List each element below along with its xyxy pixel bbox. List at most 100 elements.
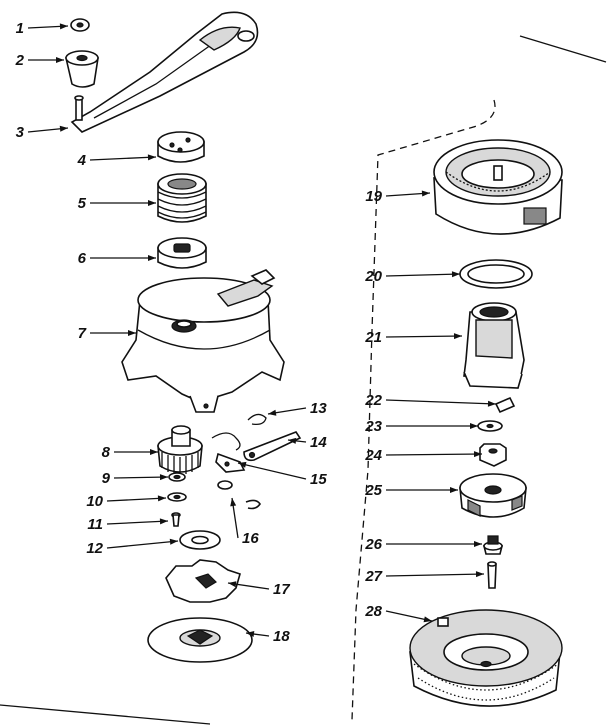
leader-line xyxy=(237,462,307,480)
part-28-flywheel xyxy=(409,609,563,707)
callout-number: 8 xyxy=(102,444,111,461)
callout-number: 13 xyxy=(310,400,327,417)
leader-line xyxy=(385,399,497,405)
callout-number: 19 xyxy=(365,188,382,205)
callout-26: 26 xyxy=(364,536,482,553)
part-23-washer xyxy=(477,420,503,432)
callout-7: 7 xyxy=(78,325,136,342)
callout-8: 8 xyxy=(102,444,158,461)
part-20-seal-ring xyxy=(459,259,533,289)
leader-arrowhead xyxy=(451,271,460,278)
leader-arrowhead xyxy=(59,23,68,30)
part-21-hub xyxy=(463,302,525,389)
part-26-nut xyxy=(482,535,504,555)
leader-line xyxy=(106,540,179,549)
callout-2: 2 xyxy=(15,52,64,69)
callout-4: 4 xyxy=(77,152,157,169)
leader-arrowhead xyxy=(246,631,255,638)
callout-3: 3 xyxy=(16,124,69,141)
part-14-pawl xyxy=(243,431,302,462)
part-19-ring-housing xyxy=(433,139,563,235)
leader-arrowhead xyxy=(150,449,158,455)
callout-17: 17 xyxy=(227,581,290,598)
callout-number: 15 xyxy=(310,471,327,488)
callout-number: 9 xyxy=(102,470,111,487)
callout-6: 6 xyxy=(78,250,156,267)
callout-number: 26 xyxy=(364,536,382,553)
leader-arrowhead xyxy=(159,518,168,525)
callout-1: 1 xyxy=(16,20,69,37)
part-1-nut xyxy=(70,18,90,32)
leader-line xyxy=(385,335,463,338)
part-15-link xyxy=(215,452,246,473)
leader-arrowhead xyxy=(470,423,478,429)
callout-number: 2 xyxy=(15,52,25,69)
callout-number: 11 xyxy=(87,516,103,533)
part-5-spring xyxy=(157,173,207,223)
leader-arrowhead xyxy=(148,200,156,206)
callout-number: 6 xyxy=(78,250,87,267)
part-12-disc xyxy=(179,530,221,550)
leader-arrowhead xyxy=(228,581,237,588)
part-2-knob xyxy=(64,50,99,88)
callout-16: 16 xyxy=(230,497,259,547)
leader-arrowhead xyxy=(288,437,297,444)
part-8-gear xyxy=(157,425,203,475)
part-17-star-plate xyxy=(165,559,241,603)
callout-number: 28 xyxy=(364,603,382,620)
leader-arrowhead xyxy=(453,333,462,340)
part-22-pin xyxy=(494,396,516,414)
callout-layer: 1234567891011121314151617181920212223242… xyxy=(15,20,497,645)
part-11-screw xyxy=(171,512,181,527)
part-16-clips xyxy=(217,480,261,510)
callout-24: 24 xyxy=(364,447,483,464)
callout-22: 22 xyxy=(364,392,497,409)
page-edge-line xyxy=(0,704,211,725)
callout-number: 14 xyxy=(310,434,327,451)
callout-number: 27 xyxy=(364,568,382,585)
part-3-handle-lever xyxy=(70,11,259,133)
part-13-spring xyxy=(211,413,267,451)
callout-number: 18 xyxy=(273,628,290,645)
leader-arrowhead xyxy=(268,409,277,416)
callout-number: 1 xyxy=(16,20,24,37)
leader-arrowhead xyxy=(159,474,168,481)
callout-14: 14 xyxy=(287,434,327,451)
callout-11: 11 xyxy=(87,516,169,533)
leader-line xyxy=(106,520,169,525)
leader-arrowhead xyxy=(230,498,237,507)
callout-number: 24 xyxy=(364,447,382,464)
leader-arrowhead xyxy=(157,495,166,502)
leader-line xyxy=(385,573,485,577)
leader-arrowhead xyxy=(423,616,432,623)
leader-arrowhead xyxy=(56,57,64,63)
leader-arrowhead xyxy=(59,125,68,132)
leader-arrowhead xyxy=(450,487,458,493)
callout-number: 17 xyxy=(273,581,290,598)
callout-number: 3 xyxy=(16,124,25,141)
part-9-washer xyxy=(168,472,186,482)
leader-line xyxy=(89,156,157,161)
part-24-hub-nut xyxy=(479,443,507,467)
part-4-cap xyxy=(157,131,205,163)
part-18-base-plate xyxy=(147,617,253,663)
callout-13: 13 xyxy=(267,400,327,417)
callout-number: 5 xyxy=(78,195,87,212)
page-edge-line-right xyxy=(519,35,607,63)
leader-arrowhead xyxy=(475,571,484,578)
callout-number: 25 xyxy=(364,482,382,499)
callout-number: 7 xyxy=(78,325,87,342)
part-7-housing xyxy=(121,269,285,413)
part-6-retainer xyxy=(157,237,207,269)
leader-arrowhead xyxy=(421,190,430,197)
leader-line xyxy=(106,497,167,502)
callout-12: 12 xyxy=(86,538,179,557)
callout-20: 20 xyxy=(364,268,461,285)
callout-number: 10 xyxy=(86,493,103,510)
part-25-pulley xyxy=(459,473,527,518)
callout-15: 15 xyxy=(237,461,327,488)
leader-arrowhead xyxy=(238,461,247,468)
leader-line xyxy=(113,476,169,479)
leader-line xyxy=(385,453,483,456)
